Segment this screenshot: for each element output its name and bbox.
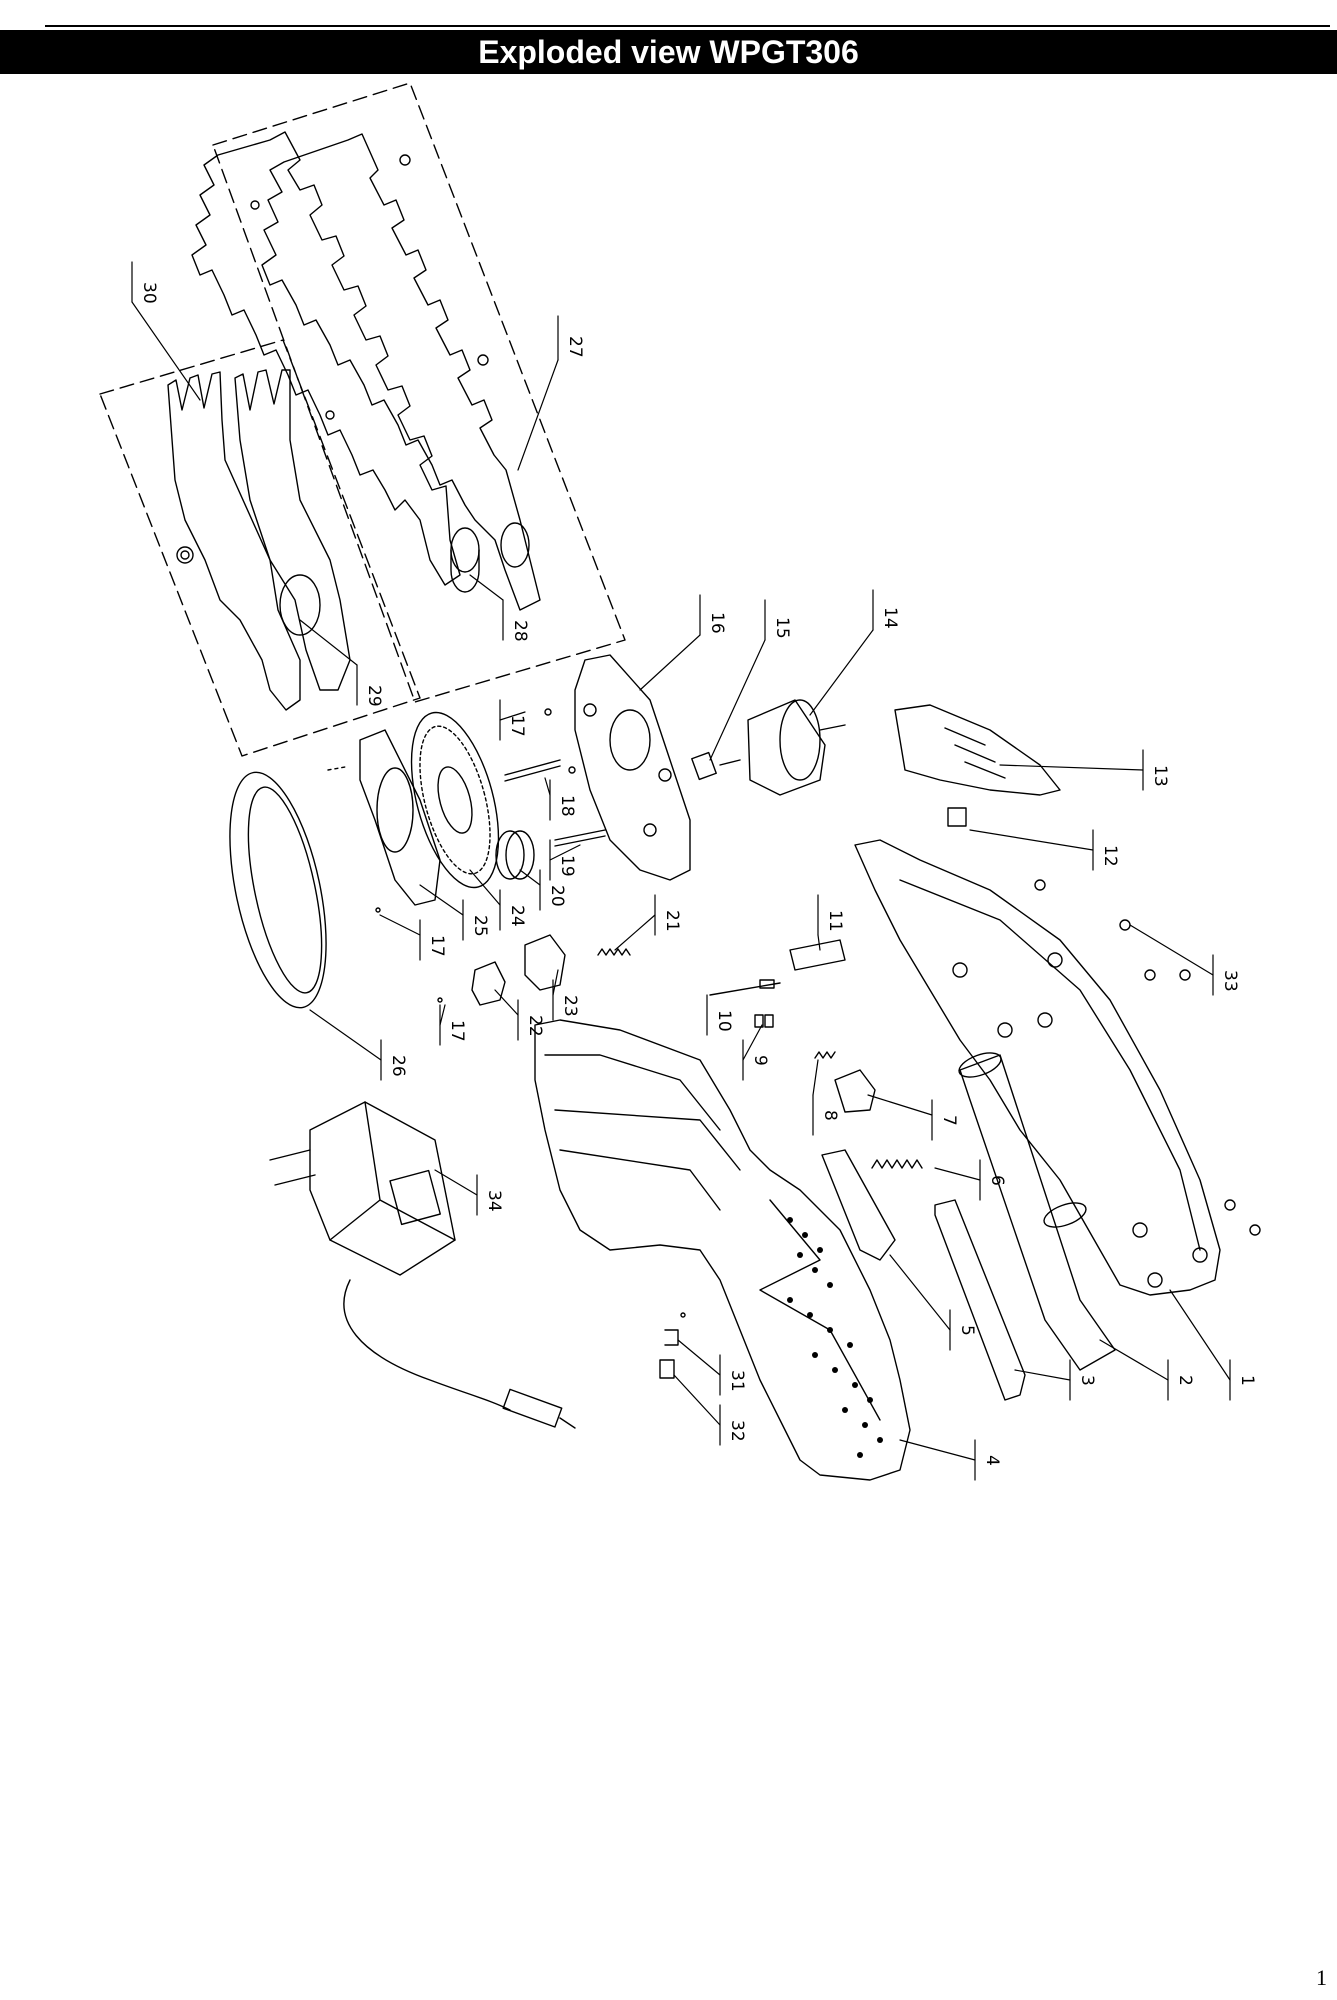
large-gear-25: [410, 711, 500, 889]
callout-29: 27: [565, 336, 585, 358]
callout-12: 12: [1100, 845, 1120, 867]
header-rule: [45, 25, 1330, 27]
callout-2: 2: [1175, 1375, 1195, 1386]
rail-3: [934, 1199, 1026, 1401]
hedge-blade-right: [261, 133, 541, 611]
exploded-view-diagram: 30 27 28 29 16 15 14 13 12 11 10 9 8 7 6…: [99, 82, 1261, 1481]
callout-19: 19: [557, 855, 577, 877]
spring-8: [814, 1051, 836, 1059]
callout-18: 18: [557, 795, 577, 817]
callout-10: 10: [714, 1010, 734, 1032]
callout-3: 3: [1077, 1375, 1097, 1386]
grass-blade-right: [234, 369, 351, 691]
latch-12: [947, 807, 967, 827]
screws-35: [1034, 879, 1261, 1236]
callout-7: 7: [939, 1115, 959, 1126]
eccentric-plate-26: [359, 729, 441, 906]
callout-8: 8: [820, 1110, 840, 1121]
blade-cover-28: [229, 771, 327, 1009]
gear-housing-16: [574, 654, 691, 881]
callout-16: 16: [707, 612, 727, 634]
pinion-15: [691, 751, 717, 781]
callout-30: 28: [510, 620, 530, 642]
title-bar: Exploded view WPGT306: [0, 30, 1337, 74]
grass-blade-left: [167, 371, 301, 711]
bolt-30: [450, 527, 480, 593]
spring-20: [597, 948, 631, 956]
callout-15: 15: [772, 617, 792, 639]
callout-33: 31: [727, 1370, 747, 1392]
callout-1: 1: [1237, 1375, 1257, 1386]
terminal-9: [754, 1014, 774, 1028]
callout-26: 25: [470, 915, 490, 937]
callout-24: 20: [547, 885, 567, 907]
small-gear-24: [495, 830, 535, 880]
callout-9: 9: [750, 1055, 770, 1066]
page-number: 1: [1316, 1965, 1327, 1990]
callout-14: 14: [880, 607, 900, 629]
callout-32: 30: [139, 282, 159, 304]
callout-35: 33: [1220, 970, 1240, 992]
charger-36: [269, 1101, 576, 1429]
housing-left-4: [534, 1019, 911, 1481]
part-33: [664, 1329, 679, 1346]
callout-22: 23: [560, 995, 580, 1017]
callout-6: 6: [987, 1175, 1007, 1186]
callout-5: 5: [957, 1325, 977, 1336]
grip-dots: [787, 1217, 883, 1458]
contact-11: [789, 939, 846, 971]
switch-7: [834, 1069, 876, 1113]
housing-right-1: [854, 839, 1221, 1296]
callout-31: 29: [364, 685, 384, 707]
callout-11: 11: [825, 910, 845, 932]
callout-21: 22: [525, 1015, 545, 1037]
callout-labels: 30 27 28 29 16 15 14 13 12 11 10 9 8 7 6…: [139, 282, 1257, 1466]
part-34: [659, 1359, 675, 1379]
pin-18: [504, 759, 561, 782]
callout-17b: 17: [427, 935, 447, 957]
blade-frame-upper: [212, 82, 626, 703]
small-screws: [327, 708, 686, 1318]
battery-2: [958, 1052, 1116, 1371]
callout-20: 21: [662, 910, 682, 932]
motor-14: [719, 699, 846, 796]
lock-part-22: [524, 934, 566, 991]
blade-frame-lower: [99, 339, 421, 757]
contact-10: [709, 979, 781, 996]
callout-17c: 17: [447, 1020, 467, 1042]
pin-19: [554, 829, 606, 847]
screw-small-top: [250, 200, 260, 210]
page-title: Exploded view WPGT306: [478, 33, 859, 70]
callout-34: 32: [727, 1420, 747, 1442]
callout-4: 4: [982, 1455, 1002, 1466]
callout-25: 24: [507, 905, 527, 927]
spring-6: [871, 1159, 923, 1169]
callout-13: 13: [1150, 765, 1170, 787]
callout-28: 26: [388, 1055, 408, 1077]
callout-36: 34: [484, 1190, 504, 1212]
leader-lines: [131, 261, 1231, 1481]
lock-part-23: [471, 961, 506, 1006]
switch-cover-13: [894, 704, 1061, 796]
button-5: [821, 1149, 896, 1261]
screw-small-mid: [325, 410, 335, 420]
callout-17a: 17: [507, 715, 527, 737]
